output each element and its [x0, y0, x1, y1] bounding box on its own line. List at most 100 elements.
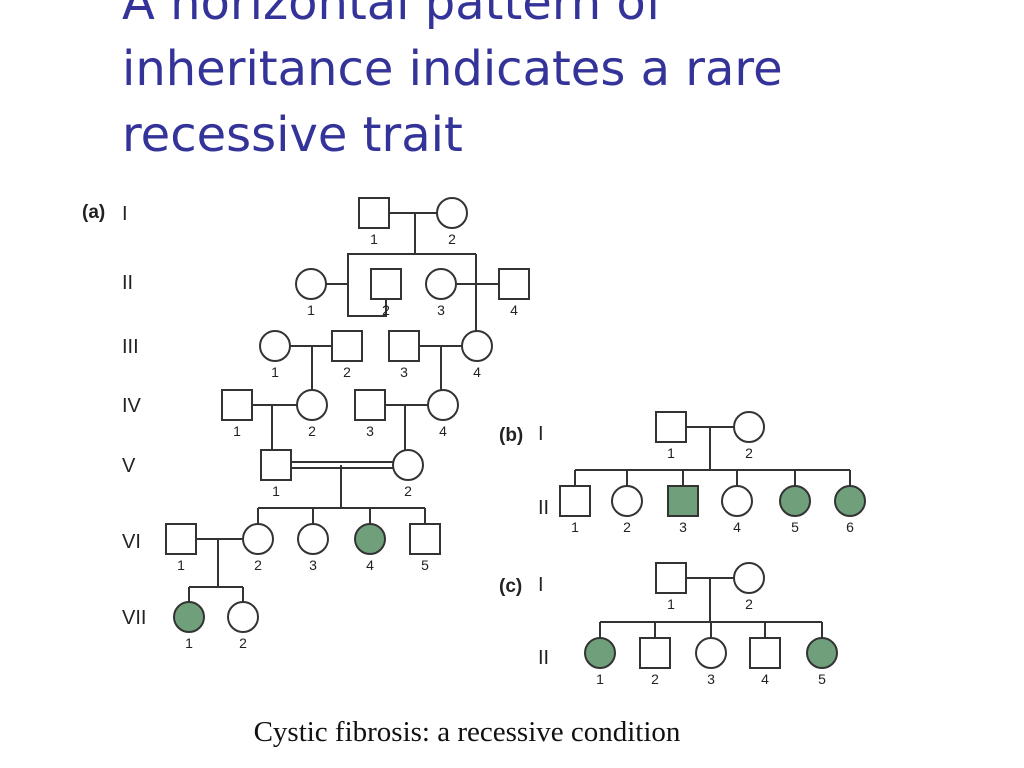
- male-a-II-4: [498, 268, 530, 300]
- female-a-I-2: [436, 197, 468, 229]
- individual-number: 1: [185, 635, 193, 651]
- individual-number: 3: [366, 423, 374, 439]
- female-c-I-2: [733, 562, 765, 594]
- male-a-IV-3: [354, 389, 386, 421]
- individual-number: 2: [623, 519, 631, 535]
- male-a-III-2: [331, 330, 363, 362]
- individual-number: 2: [382, 302, 390, 318]
- male-a-V-1: [260, 449, 292, 481]
- individual-number: 5: [818, 671, 826, 687]
- individual-number: 2: [745, 596, 753, 612]
- affected-female-b-II-6: [834, 485, 866, 517]
- individual-number: 1: [271, 364, 279, 380]
- generation-label: II: [122, 272, 133, 294]
- individual-number: 4: [366, 557, 374, 573]
- individual-number: 4: [761, 671, 769, 687]
- individual-number: 4: [510, 302, 518, 318]
- male-a-II-2: [370, 268, 402, 300]
- female-a-III-4: [461, 330, 493, 362]
- affected-female-a-VII-1: [173, 601, 205, 633]
- individual-number: 1: [307, 302, 315, 318]
- title-line-3: recessive trait: [122, 107, 463, 163]
- female-a-VII-2: [227, 601, 259, 633]
- individual-number: 2: [343, 364, 351, 380]
- female-a-II-3: [425, 268, 457, 300]
- male-c-I-1: [655, 562, 687, 594]
- pedigree-connector-lines: [188, 212, 851, 638]
- generation-label: IV: [122, 395, 142, 417]
- female-a-III-1: [259, 330, 291, 362]
- title-line-2: inheritance indicates a rare: [122, 41, 783, 97]
- female-a-VI-2: [242, 523, 274, 555]
- affected-female-b-II-5: [779, 485, 811, 517]
- generation-label: V: [122, 455, 136, 477]
- individual-number: 1: [571, 519, 579, 535]
- generation-label: I: [538, 574, 544, 596]
- female-b-I-2: [733, 411, 765, 443]
- generation-label: III: [122, 336, 139, 358]
- affected-male-b-II-3: [667, 485, 699, 517]
- individual-number: 4: [439, 423, 447, 439]
- generation-label: I: [538, 423, 544, 445]
- individual-number: 2: [404, 483, 412, 499]
- male-c-II-2: [639, 637, 671, 669]
- individual-number: 3: [437, 302, 445, 318]
- individual-number: 2: [254, 557, 262, 573]
- individual-number: 1: [667, 596, 675, 612]
- affected-female-c-II-5: [806, 637, 838, 669]
- female-a-V-2: [392, 449, 424, 481]
- affected-female-c-II-1: [584, 637, 616, 669]
- individual-number: 3: [400, 364, 408, 380]
- individual-number: 4: [473, 364, 481, 380]
- female-b-II-2: [611, 485, 643, 517]
- panel-label: (c): [499, 576, 522, 597]
- individual-number: 2: [239, 635, 247, 651]
- figure-caption: Cystic fibrosis: a recessive condition: [253, 716, 681, 748]
- individual-number: 3: [707, 671, 715, 687]
- individual-number: 5: [421, 557, 429, 573]
- individual-number: 1: [370, 231, 378, 247]
- affected-female-a-VI-4: [354, 523, 386, 555]
- male-c-II-4: [749, 637, 781, 669]
- female-a-IV-2: [296, 389, 328, 421]
- individual-number: 1: [233, 423, 241, 439]
- individual-number: 5: [791, 519, 799, 535]
- title-line-1: A horizontal pattern of: [122, 0, 663, 31]
- individual-number: 1: [272, 483, 280, 499]
- male-a-I-1: [358, 197, 390, 229]
- individual-number: 2: [745, 445, 753, 461]
- male-b-II-1: [559, 485, 591, 517]
- generation-label: VI: [122, 531, 141, 553]
- generation-label: VII: [122, 607, 146, 629]
- male-a-IV-1: [221, 389, 253, 421]
- individual-number: 1: [177, 557, 185, 573]
- individual-number: 1: [596, 671, 604, 687]
- individual-number: 1: [667, 445, 675, 461]
- slide-title: A horizontal pattern of inheritance indi…: [122, 0, 882, 168]
- individual-number: 6: [846, 519, 854, 535]
- female-b-II-4: [721, 485, 753, 517]
- individual-number: 2: [308, 423, 316, 439]
- male-a-VI-5: [409, 523, 441, 555]
- generation-label: II: [538, 497, 549, 519]
- individual-number: 3: [679, 519, 687, 535]
- male-a-VI-1: [165, 523, 197, 555]
- individual-number: 2: [651, 671, 659, 687]
- female-a-II-1: [295, 268, 327, 300]
- generation-label: II: [538, 647, 549, 669]
- female-a-IV-4: [427, 389, 459, 421]
- panel-label: (a): [82, 202, 105, 223]
- individual-number: 3: [309, 557, 317, 573]
- female-c-II-3: [695, 637, 727, 669]
- generation-label: I: [122, 203, 128, 225]
- male-a-III-3: [388, 330, 420, 362]
- connector-line: [347, 284, 387, 317]
- pedigree-symbols: [165, 197, 866, 669]
- individual-number: 2: [448, 231, 456, 247]
- panel-label: (b): [499, 425, 523, 446]
- male-b-I-1: [655, 411, 687, 443]
- individual-number: 4: [733, 519, 741, 535]
- female-a-VI-3: [297, 523, 329, 555]
